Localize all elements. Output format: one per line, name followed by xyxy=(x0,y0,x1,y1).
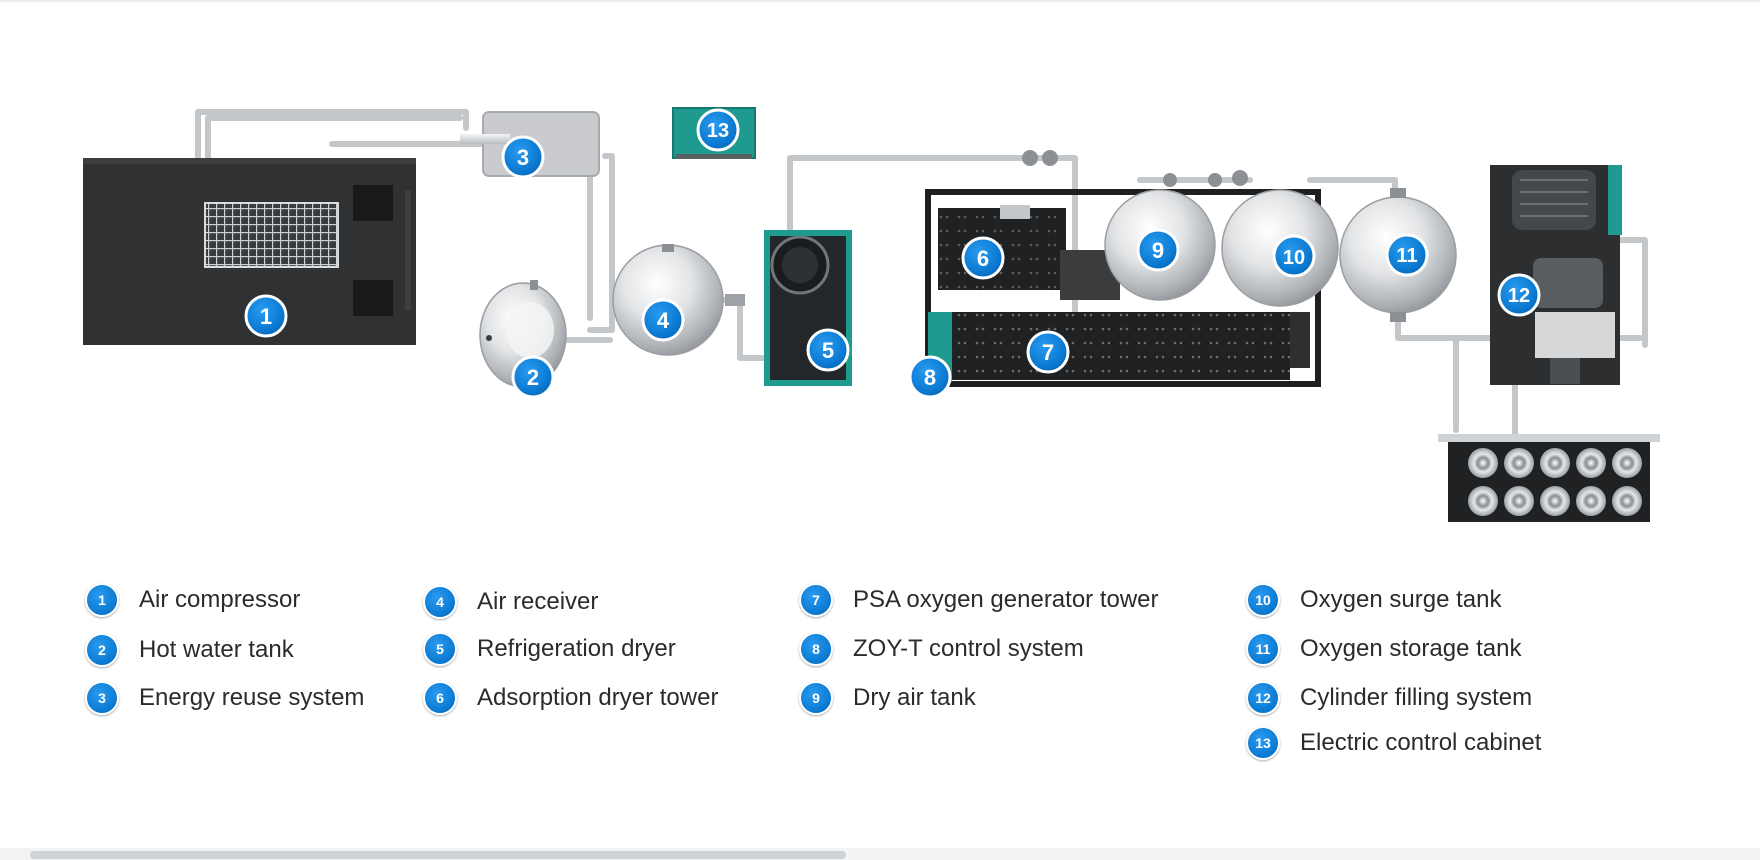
legend-badge-5: 5 xyxy=(423,632,457,666)
legend-label-9: Dry air tank xyxy=(853,684,976,711)
diagram-badge-7: 7 xyxy=(1026,330,1070,374)
diagram-badge-9: 9 xyxy=(1136,228,1180,272)
legend-badge-3: 3 xyxy=(85,681,119,715)
scrollbar-thumb[interactable] xyxy=(30,851,846,859)
valve-cluster xyxy=(1022,150,1248,187)
legend-badge-9: 9 xyxy=(799,681,833,715)
diagram-badge-4: 4 xyxy=(641,298,685,342)
cylinder-filling-system xyxy=(1490,165,1622,385)
legend-badge-6: 6 xyxy=(423,681,457,715)
oxygen-plant-diagram: 1 2 3 4 5 6 7 8 9 10 11 12 13 xyxy=(83,107,1660,522)
diagram-badges: 1 2 3 4 5 6 7 8 9 10 11 12 13 xyxy=(244,108,1541,399)
cylinder-bank xyxy=(1438,434,1660,522)
legend-item-12: 12 Cylinder filling system xyxy=(1246,680,1532,716)
svg-text:9: 9 xyxy=(1152,238,1164,263)
legend-label-10: Oxygen surge tank xyxy=(1300,586,1502,613)
air-receiver xyxy=(612,244,745,356)
horizontal-scrollbar[interactable] xyxy=(0,848,1760,860)
legend-item-11: 11 Oxygen storage tank xyxy=(1246,631,1521,667)
legend-item-13: 13 Electric control cabinet xyxy=(1246,725,1541,761)
legend-label-6: Adsorption dryer tower xyxy=(477,684,719,711)
svg-text:3: 3 xyxy=(517,145,529,170)
legend-badge-2: 2 xyxy=(85,633,119,667)
pipework xyxy=(195,109,1648,443)
legend-badge-13: 13 xyxy=(1246,726,1280,760)
svg-text:10: 10 xyxy=(1283,247,1305,269)
svg-text:12: 12 xyxy=(1508,285,1530,307)
diagram-badge-13: 13 xyxy=(696,108,740,152)
diagram-badge-6: 6 xyxy=(961,236,1005,280)
legend-label-3: Energy reuse system xyxy=(139,684,365,711)
legend-item-3: 3 Energy reuse system xyxy=(85,680,364,716)
diagram-badge-12: 12 xyxy=(1497,273,1541,317)
legend-label-8: ZOY-T control system xyxy=(853,635,1084,662)
legend-label-1: Air compressor xyxy=(139,586,301,613)
diagram-badge-3: 3 xyxy=(501,135,545,179)
legend-item-2: 2 Hot water tank xyxy=(85,632,294,668)
legend-item-9: 9 Dry air tank xyxy=(799,680,976,716)
legend-label-12: Cylinder filling system xyxy=(1300,684,1533,711)
legend-item-6: 6 Adsorption dryer tower xyxy=(423,680,718,716)
svg-text:11: 11 xyxy=(1396,245,1417,267)
legend-badge-4: 4 xyxy=(423,585,457,619)
legend-badge-1: 1 xyxy=(85,583,119,617)
svg-text:1: 1 xyxy=(260,304,272,329)
legend-badge-10: 10 xyxy=(1246,583,1280,617)
legend-label-4: Air receiver xyxy=(477,588,599,615)
legend-label-11: Oxygen storage tank xyxy=(1300,635,1522,662)
svg-text:13: 13 xyxy=(707,120,729,142)
diagram-badge-8: 8 xyxy=(908,355,952,399)
legend-label-7: PSA oxygen generator tower xyxy=(853,586,1159,613)
svg-text:7: 7 xyxy=(1042,340,1054,365)
svg-text:5: 5 xyxy=(822,338,834,363)
svg-text:2: 2 xyxy=(527,365,539,390)
legend-badge-7: 7 xyxy=(799,583,833,617)
diagram-badge-11: 11 xyxy=(1385,233,1429,277)
legend-label-13: Electric control cabinet xyxy=(1300,729,1542,756)
legend-item-1: 1 Air compressor xyxy=(85,582,300,618)
legend-label-2: Hot water tank xyxy=(139,636,294,663)
top-divider xyxy=(0,0,1760,2)
legend-item-5: 5 Refrigeration dryer xyxy=(423,631,676,667)
legend-item-10: 10 Oxygen surge tank xyxy=(1246,582,1501,618)
legend-badge-8: 8 xyxy=(799,632,833,666)
diagram-badge-5: 5 xyxy=(806,328,850,372)
legend-item-4: 4 Air receiver xyxy=(423,584,598,620)
legend: 1 Air compressor 2 Hot water tank 3 Ener… xyxy=(0,570,1760,770)
svg-text:8: 8 xyxy=(924,365,936,390)
svg-text:6: 6 xyxy=(977,246,989,271)
legend-badge-11: 11 xyxy=(1246,632,1280,666)
legend-badge-12: 12 xyxy=(1246,681,1280,715)
legend-label-5: Refrigeration dryer xyxy=(477,635,676,662)
diagram-badge-1: 1 xyxy=(244,294,288,338)
svg-text:4: 4 xyxy=(657,308,670,333)
diagram-badge-10: 10 xyxy=(1272,234,1316,278)
legend-item-7: 7 PSA oxygen generator tower xyxy=(799,582,1159,618)
diagram-badge-2: 2 xyxy=(511,355,555,399)
legend-item-8: 8 ZOY-T control system xyxy=(799,631,1084,667)
